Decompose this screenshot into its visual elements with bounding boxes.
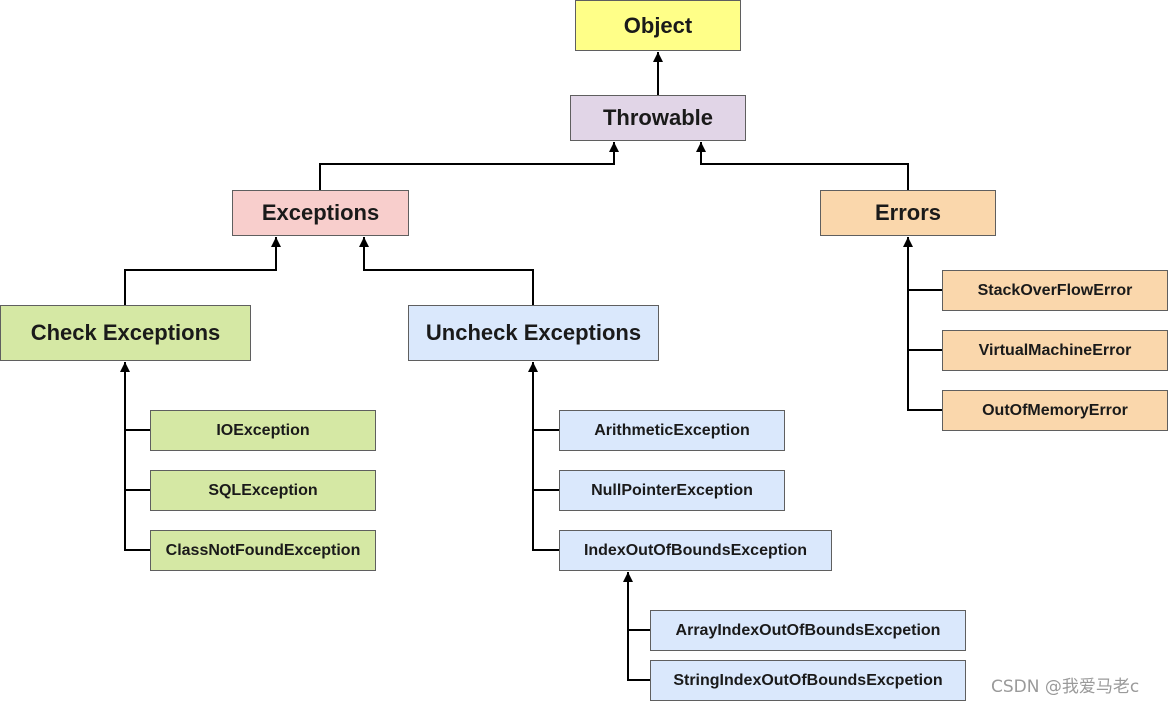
check-exceptions-node: Check Exceptions	[0, 305, 251, 361]
throwable-node: Throwable	[570, 95, 746, 141]
edge-exceptions-throwable	[319, 142, 619, 190]
null-pointer-exception-node: NullPointerException	[559, 470, 785, 511]
watermark: CSDN @我爱马老c	[991, 677, 1140, 697]
virtual-machine-error-node: VirtualMachineError	[942, 330, 1168, 371]
exceptions-node: Exceptions	[232, 190, 409, 236]
errors-node: Errors	[820, 190, 996, 236]
edge-error-children	[903, 237, 942, 411]
sql-exception-node: SQLException	[150, 470, 376, 511]
object-node: Object	[575, 0, 741, 51]
arithmetic-exception-node: ArithmeticException	[559, 410, 785, 451]
edge-uncheck-exceptions	[359, 237, 534, 305]
uncheck-exceptions-node: Uncheck Exceptions	[408, 305, 659, 361]
out-of-memory-error-node: OutOfMemoryError	[942, 390, 1168, 431]
stack-overflow-error-node: StackOverFlowError	[942, 270, 1168, 311]
array-index-out-of-bounds-node: ArrayIndexOutOfBoundsExcpetion	[650, 610, 966, 651]
edge-check-exceptions	[124, 237, 281, 305]
index-out-of-bounds-exception-node: IndexOutOfBoundsException	[559, 530, 832, 571]
edge-checked-children	[120, 362, 150, 551]
class-not-found-exception-node: ClassNotFoundException	[150, 530, 376, 571]
io-exception-node: IOException	[150, 410, 376, 451]
edge-errors-throwable	[696, 142, 909, 190]
edge-unchecked-children	[528, 362, 559, 551]
string-index-out-of-bounds-node: StringIndexOutOfBoundsExcpetion	[650, 660, 966, 701]
edge-index-children	[623, 572, 650, 681]
